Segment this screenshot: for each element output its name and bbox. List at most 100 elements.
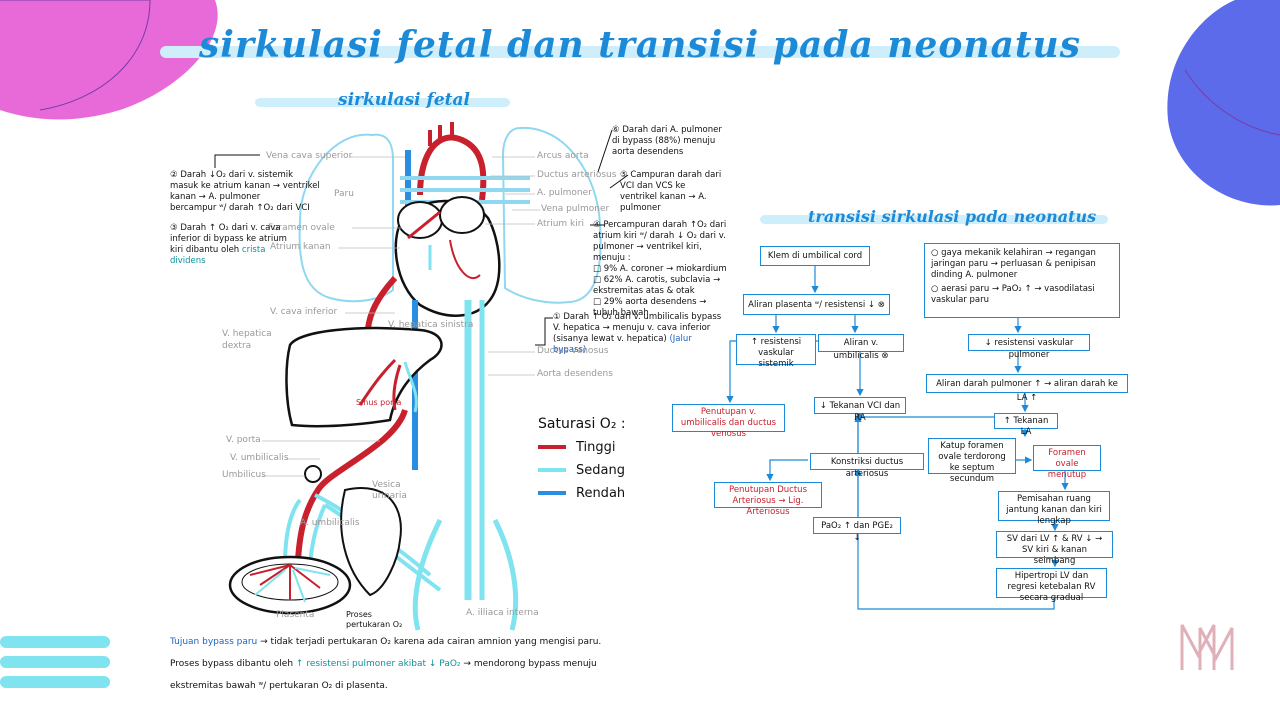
vesica-urinaria	[340, 487, 402, 597]
bottom-highlight: ↑ resistensi pulmoner akibat ↓ PaO₂	[295, 659, 461, 669]
stripe-2	[0, 656, 110, 668]
box-klem: Klem di umbilical cord	[760, 246, 870, 266]
box-sv: SV dari LV ↑ & RV ↓ → SV kiri & kanan se…	[996, 531, 1113, 566]
foramen-ovale-arrow	[407, 210, 441, 240]
umbilicus-mark	[304, 465, 322, 483]
arch-branches	[428, 122, 454, 146]
placenta-teal	[254, 567, 331, 603]
stripe-3	[0, 676, 110, 688]
left-lung	[501, 126, 602, 304]
label-atrium-kanan: Atrium kanan	[270, 242, 331, 252]
note-4-text: ④ Percampuran darah ↑O₂ dari atrium kiri…	[593, 220, 727, 263]
label-v-hepatica-sinistra: V. hepatica sinistra	[388, 320, 474, 330]
box-paru-mekanik: ○ gaya mekanik kelahiran → regangan jari…	[924, 243, 1120, 318]
hepatic-teal	[403, 361, 418, 413]
note-6: ⑥ Darah dari A. pulmoner di bypass (88%)…	[612, 125, 722, 157]
bottom-line-1: → tidak terjadi pertukaran O₂ karena ada…	[170, 637, 602, 669]
legend-sedang: Sedang	[576, 463, 625, 478]
legend-title: Saturasi O₂ :	[538, 416, 626, 432]
label-v-umbilicalis: V. umbilicalis	[230, 453, 289, 463]
note-1: ① Darah ↑ O₂ dari v. umbilicalis bypass …	[553, 312, 723, 356]
note-3-highlight: crista dividens	[170, 245, 266, 266]
leg-vessels	[412, 518, 519, 631]
box-aliran-v-umb: Aliran v. umbilicalis ⊗	[818, 334, 904, 361]
label-sinus-porta: Sinus porta	[356, 398, 402, 407]
box-aliran-plasenta: Aliran plasenta ʷ/ resistensi ↓ ⊗	[743, 294, 890, 315]
label-v-cava-inferior: V. cava inferior	[270, 307, 338, 317]
note-1-text: ① Darah ↑ O₂ dari v. umbilicalis bypass …	[553, 312, 722, 344]
box-katup: Katup foramen ovale terdorong ke septum …	[928, 438, 1016, 484]
box-resistensi-vaskular: ↑ resistensi vaskular sistemik	[736, 334, 816, 369]
note-4-item-3: □ 29% aorta desendens → tubuh bawah	[593, 297, 707, 318]
label-a-umbilicalis: A. umbilicalis	[300, 518, 360, 528]
box-resistensi-pulmoner: ↓ resistensi vaskular pulmoner	[968, 334, 1090, 360]
label-ductus-venosus: Ductus venosus	[537, 346, 609, 356]
box-aliran-pulmoner: Aliran darah pulmoner ↑ → aliran darah k…	[926, 374, 1128, 403]
label-umbilicus: Umbilicus	[222, 470, 266, 480]
label-aorta-desendens: Aorta desendens	[537, 369, 613, 379]
label-vena-cava-superior: Vena cava superior	[266, 151, 353, 161]
transition-subtitle: transisi sirkulasi pada neonatus	[808, 207, 1097, 226]
label-proses-pertukaran: Proses pertukaran O₂	[346, 610, 403, 629]
box-konstriksi: Konstriksi ductus arteriosus	[810, 453, 924, 479]
note-5: ⑤ Campuran darah dari VCI dan VCS ke ven…	[620, 170, 722, 213]
note-3: ③ Darah ↑ O₂ dari v. cava inferior di by…	[170, 223, 288, 267]
label-a-pulmoner: A. pulmoner	[537, 188, 592, 198]
label-paru: Paru	[334, 189, 354, 199]
blob-line-2	[1184, 69, 1280, 136]
v-umbilicalis	[295, 408, 408, 561]
leader-lines	[262, 156, 540, 477]
box-tekanan-vci: ↓ Tekanan VCI dan RA	[814, 397, 906, 423]
box-pao2: PaO₂ ↑ dan PGE₂ ↓	[813, 517, 901, 543]
gaya-mekanik-text: ○ gaya mekanik kelahiran → regangan jari…	[931, 248, 1096, 280]
aerasi-text: ○ aerasi paru → PaO₂ ↑ → vasodilatasi va…	[931, 284, 1095, 305]
note-2: ② Darah ↓O₂ dari v. sistemik masuk ke at…	[170, 170, 320, 214]
title-highlight	[160, 46, 1120, 58]
label-atrium-kiri: Atrium kiri	[537, 219, 584, 229]
note-4-item-1: □ 9% A. coroner → miokardium	[593, 264, 727, 274]
label-a-illiaca-interna: A. illiaca interna	[466, 608, 539, 618]
stripe-1	[0, 636, 110, 648]
label-v-porta: V. porta	[226, 435, 261, 445]
bottom-explanation: Tujuan bypass paru → tidak terjadi pertu…	[170, 631, 625, 697]
label-arcus-aorta: Arcus aorta	[537, 151, 589, 161]
hepatic-red	[358, 358, 402, 411]
box-hipertropi: Hipertropi LV dan regresi ketebalan RV s…	[996, 568, 1107, 603]
note-2b-text: bercampur ʷ/ darah ↑O₂ dari VCI	[170, 203, 310, 213]
label-plasenta: Plasenta	[276, 610, 315, 620]
blue-blob	[1167, 0, 1280, 206]
bottom-lead: Tujuan bypass paru	[170, 637, 258, 647]
box-tekanan-la: ↑ Tekanan LA	[994, 413, 1058, 437]
liver	[285, 326, 443, 428]
box-foramen-menutup: Foramen ovale menutup	[1033, 445, 1101, 480]
logo-mark	[1180, 624, 1234, 670]
box-penutupan-umb: Penutupan v. umbilicalis dan ductus veno…	[672, 404, 785, 439]
box-penutupan-ductus: Penutupan Ductus Arteriosus → Lig. Arter…	[714, 482, 822, 517]
transition-subtitle-highlight	[760, 215, 1108, 224]
note-4-item-2: □ 62% A. carotis, subclavia → ekstremita…	[593, 275, 721, 296]
fetal-subtitle: sirkulasi fetal	[338, 90, 470, 110]
bottom-line-2: → mendorong bypass menuju ekstremitas ba…	[170, 659, 597, 691]
label-v-hepatica-dextra: V. hepatica dextra	[222, 329, 272, 351]
legend-tinggi: Tinggi	[576, 440, 616, 455]
note-2-text: ② Darah ↓O₂ dari v. sistemik masuk ke at…	[170, 170, 320, 202]
legend-rendah: Rendah	[576, 486, 626, 501]
fetal-subtitle-highlight	[255, 98, 510, 107]
label-ductus-arteriosus: Ductus arteriosus	[537, 170, 617, 180]
page-title: sirkulasi fetal dan transisi pada neonat…	[199, 24, 1081, 66]
right-lung	[298, 133, 394, 303]
left-atrium	[439, 196, 485, 234]
lv-flow	[449, 239, 481, 280]
note-3-text: ③ Darah ↑ O₂ dari v. cava inferior di by…	[170, 223, 287, 255]
label-vesica-urinaria: Vesica urinaria	[372, 480, 407, 501]
pink-blob	[0, 0, 218, 120]
label-foramen-ovale: Foramen ovale	[268, 223, 335, 233]
placenta-red	[249, 564, 321, 600]
note-leaders	[214, 129, 629, 346]
note-1-highlight: (Jalur bypass)	[553, 334, 692, 355]
blob-line	[0, 0, 151, 111]
